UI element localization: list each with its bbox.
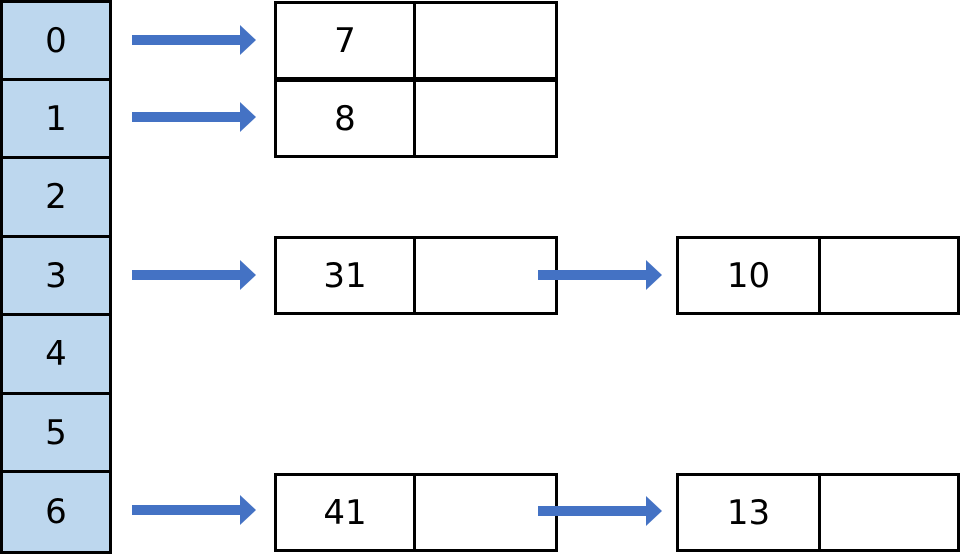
arrow-head xyxy=(240,260,256,290)
hash-slot-0: 0 xyxy=(0,0,112,81)
node-next-pointer xyxy=(416,4,555,77)
arrow-head xyxy=(646,496,662,526)
hash-slot-2: 2 xyxy=(0,156,112,238)
node-slot-3-first: 31 xyxy=(274,236,558,315)
arrow-head xyxy=(240,495,256,525)
hash-slot-5: 5 xyxy=(0,392,112,473)
node-value: 13 xyxy=(679,476,821,549)
node-slot-1-first: 8 xyxy=(274,79,558,158)
hash-slot-1: 1 xyxy=(0,78,112,159)
node-next-pointer xyxy=(416,476,555,549)
node-value: 41 xyxy=(277,476,416,549)
arrow-shaft xyxy=(132,35,242,45)
arrow-slot-0 xyxy=(132,25,256,55)
arrow-shaft xyxy=(132,112,242,122)
arrow-slot-3 xyxy=(132,260,256,290)
node-next-pointer xyxy=(821,239,957,312)
node-value: 8 xyxy=(277,82,416,155)
hash-slot-3: 3 xyxy=(0,235,112,316)
node-value: 31 xyxy=(277,239,416,312)
arrow-head xyxy=(240,102,256,132)
arrow-shaft xyxy=(538,506,648,516)
node-slot-0-first: 7 xyxy=(274,1,558,80)
node-slot-3-second: 10 xyxy=(676,236,960,315)
arrow-slot-1 xyxy=(132,102,256,132)
arrow-head xyxy=(240,25,256,55)
node-value: 10 xyxy=(679,239,821,312)
node-value: 7 xyxy=(277,4,416,77)
arrow-chain-6 xyxy=(538,496,662,526)
node-next-pointer xyxy=(821,476,957,549)
node-slot-6-first: 41 xyxy=(274,473,558,552)
hash-slot-6: 6 xyxy=(0,470,112,554)
arrow-shaft xyxy=(132,270,242,280)
node-next-pointer xyxy=(416,239,555,312)
arrow-shaft xyxy=(132,505,242,515)
arrow-chain-3 xyxy=(538,260,662,290)
arrow-head xyxy=(646,260,662,290)
arrow-slot-6 xyxy=(132,495,256,525)
node-next-pointer xyxy=(416,82,555,155)
arrow-shaft xyxy=(538,270,648,280)
node-slot-6-second: 13 xyxy=(676,473,960,552)
hash-slot-4: 4 xyxy=(0,313,112,395)
